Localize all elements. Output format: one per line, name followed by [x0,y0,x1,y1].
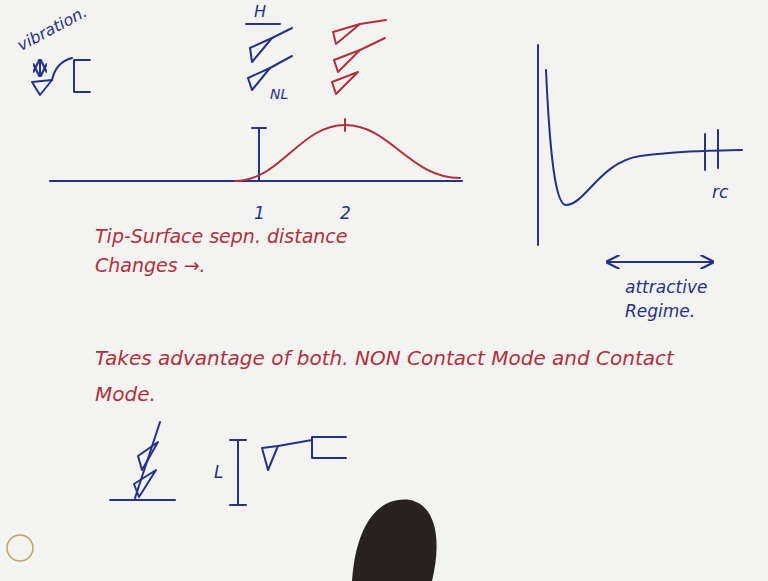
potential-curve [546,70,742,205]
hand-shadow [352,500,437,581]
slant-line [135,422,160,498]
position-number: 1 [254,203,265,223]
tip-triangle [334,50,360,72]
logo-mark [7,535,33,561]
cantilever-beam [52,58,72,80]
regime-label: attractive Regime. [625,276,737,324]
regime-arrow [607,261,713,263]
tip-triangle [332,72,358,94]
height-bar [246,23,280,25]
cutoff-tick [704,134,706,170]
tip-triangle [333,24,360,44]
height-label: H [254,2,266,21]
mode-note: Takes advantage of both. NON Contact Mod… [95,340,705,412]
peak-tick [344,119,346,131]
distance-note: Tip-Surface sepn. distance Changes →. [95,222,395,279]
tip-triangle [32,80,52,95]
tip-triangle [134,470,156,497]
cutoff-label: rc [712,182,728,202]
tip-triangle [262,446,278,470]
cantilever-beam [272,28,292,38]
cantilever-holder [312,437,346,458]
cantilever-beam [278,440,312,446]
length-bar [230,440,246,505]
oscillation-curve [235,125,460,181]
surface-line [110,499,175,501]
position-number: 2 [340,203,351,223]
cantilever-holder [74,60,90,92]
cantilever-beam [270,56,292,68]
motion-note: vibration. [14,2,90,55]
length-label: L [214,462,223,482]
vibration-arrow [39,60,41,76]
tip-triangle [250,38,272,62]
cantilever-beam [360,20,386,24]
tip-triangle [248,68,270,90]
level-label: NL [270,86,288,103]
cantilever-beam [360,38,385,50]
cutoff-tick [717,130,719,168]
tip-triangle [138,442,158,470]
axis-line [537,45,539,245]
surface-line [50,180,462,182]
